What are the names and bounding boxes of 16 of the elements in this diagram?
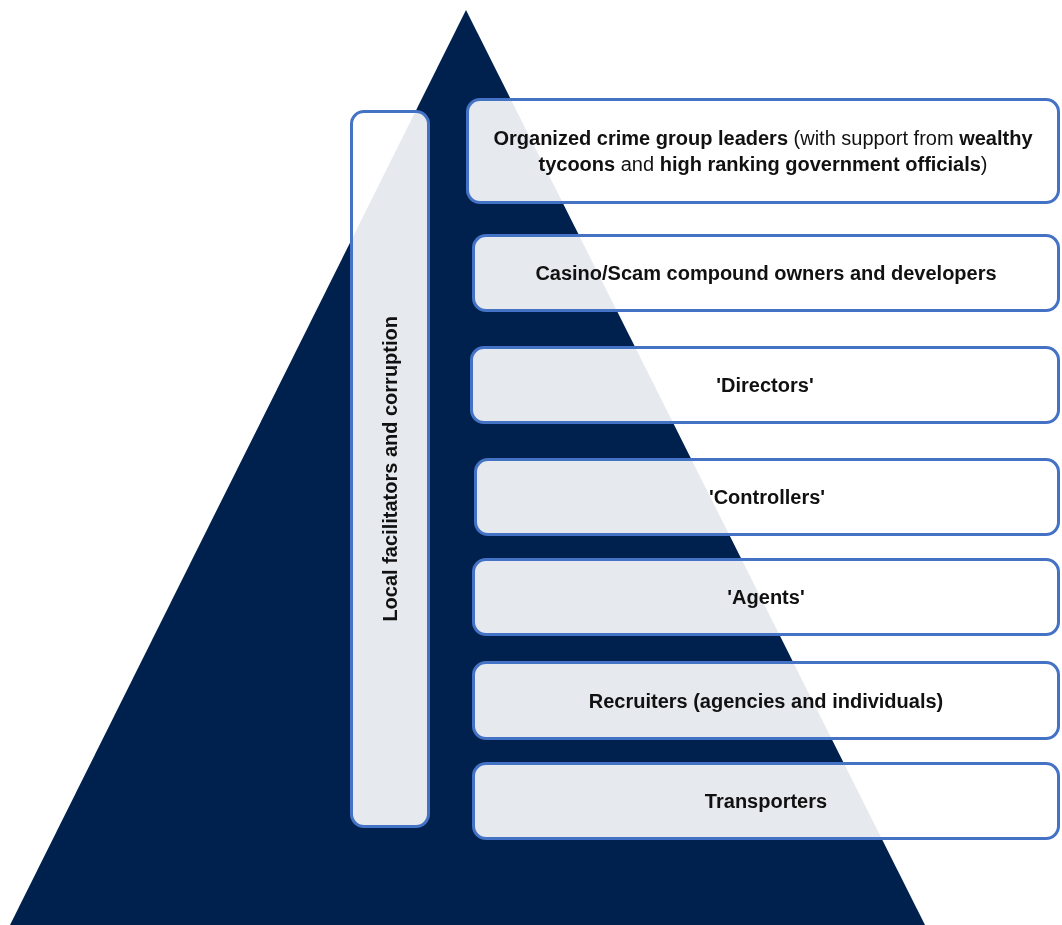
tier-label: Casino/Scam compound owners and developers [534,261,998,286]
tier-box [472,762,1060,840]
tier-box [466,98,1060,204]
tier-box [472,661,1060,740]
tier-box [472,558,1060,636]
tier-label: 'Directors' [715,373,815,398]
tier-box [474,458,1060,536]
tier-label: Organized crime group leaders (with support from wealthy tycoons and high ranking government officials) [492,126,1034,177]
tier-label: 'Agents' [726,585,806,610]
tier-box [470,346,1060,424]
vertical-bar [350,110,430,828]
tier-label: 'Controllers' [707,485,827,510]
tier-box [472,234,1060,312]
tier-label: Local facilitators and corruption [378,316,402,622]
tier-label: Transporters [703,789,829,814]
tier-label: Recruiters (agencies and individuals) [587,688,945,714]
